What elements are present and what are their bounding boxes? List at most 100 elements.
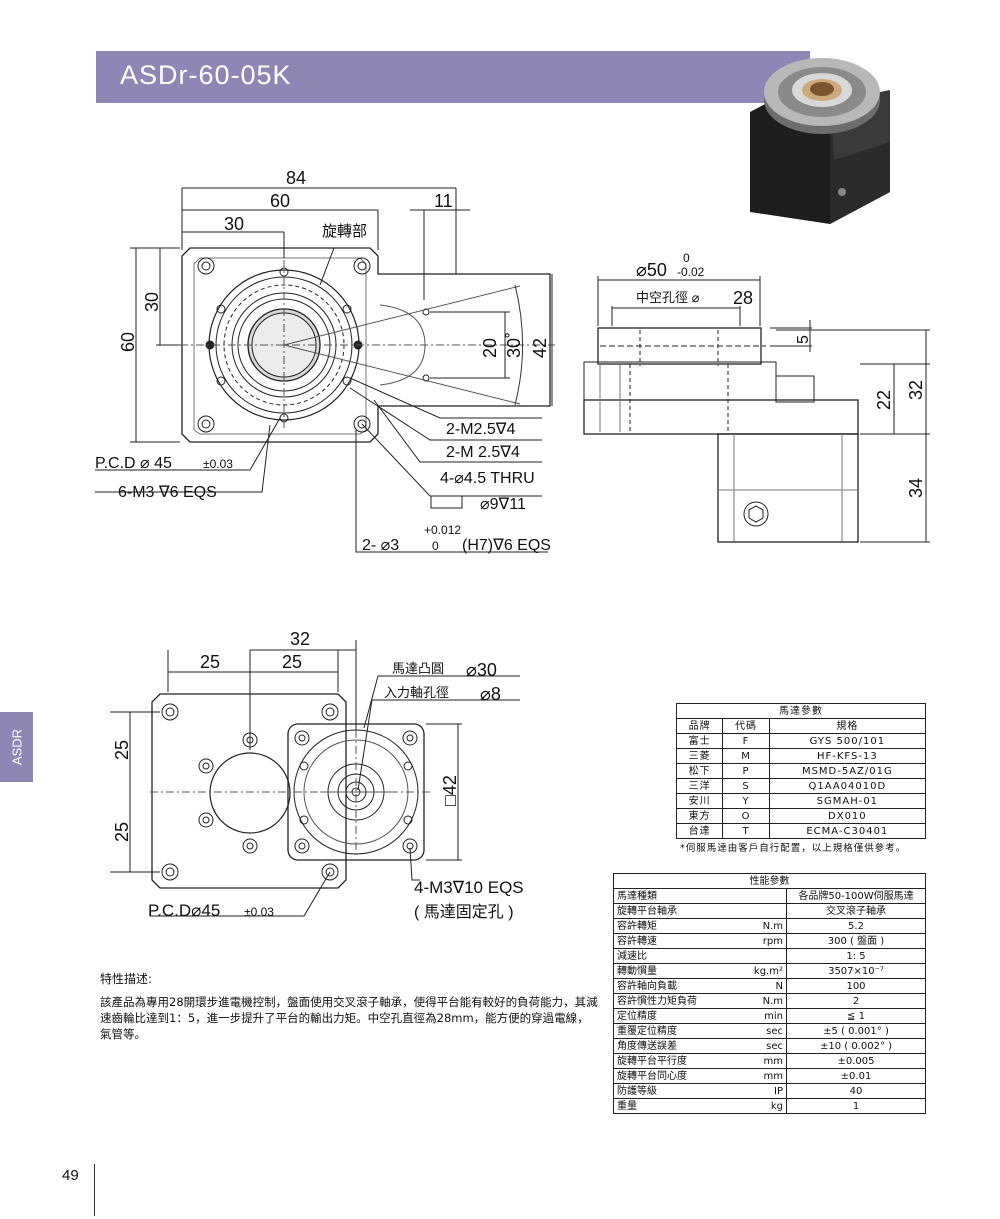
motor-boss-value: ⌀30 <box>466 660 497 680</box>
thru-hole-label: 4-⌀4.5 THRU <box>440 470 535 487</box>
section-tab: ASDR <box>0 712 33 782</box>
dim-5: 5 <box>795 335 812 344</box>
perf-unit: rpm <box>700 933 787 949</box>
input-shaft-value: ⌀8 <box>480 684 501 704</box>
right-dim-42: 42 <box>530 338 550 358</box>
dim-32: 32 <box>906 380 926 400</box>
bottom-pcd-label: P.C.D⌀45 <box>148 901 220 920</box>
perf-table-title: 性能參數 <box>613 873 926 889</box>
title-banner: ASDr-60-05K <box>96 51 810 103</box>
motor-header-cell: 品牌 <box>675 718 724 734</box>
dim-84: 84 <box>286 168 306 188</box>
motor-code: F <box>722 733 770 749</box>
table-row: 馬達種類 各品牌50-100W伺服馬達 <box>613 888 926 904</box>
motor-spec: GYS 500/101 <box>768 733 927 749</box>
table-row: 三洋 S Q1AA04010D <box>675 778 927 794</box>
table-row: 松下 P MSMD-5AZ/01G <box>675 763 927 779</box>
motor-params-table: 馬達參數 品牌 代碼 規格 富士 F GYS 500/101 三菱 M HF-K… <box>675 703 927 839</box>
perf-unit: N <box>700 978 787 994</box>
dim-11: 11 <box>434 191 453 211</box>
left-dim-25a: 25 <box>112 740 132 760</box>
pcd-tolerance: ±0.03 <box>203 457 233 471</box>
motor-code: O <box>722 808 770 824</box>
perf-label: 定位精度 <box>613 1008 700 1024</box>
perf-unit <box>700 948 787 964</box>
perf-label: 容許轉矩 <box>613 918 700 934</box>
perf-label: 轉動慣量 <box>613 963 700 979</box>
perf-unit: sec <box>700 1023 787 1039</box>
perf-unit: min <box>700 1008 787 1024</box>
dia50-lower-tol: -0.02 <box>677 265 705 279</box>
left-dim-25b: 25 <box>112 822 132 842</box>
perf-value: 交叉滾子軸承 <box>786 903 926 919</box>
features-body: 該產品為專用28開環步進電機控制，盤面使用交叉滾子軸承，使得平台能有較好的負荷能… <box>100 995 598 1041</box>
motor-boss-label: 馬達凸圓 <box>392 661 444 676</box>
hollow-hole-label: 中空孔徑 ⌀ <box>636 290 700 305</box>
motor-spec: MSMD-5AZ/01G <box>768 763 927 779</box>
pcd-label: P.C.D ⌀ 45 <box>95 455 172 472</box>
hollow-hole-value: 28 <box>733 288 753 308</box>
perf-label: 容許轉速 <box>613 933 700 949</box>
input-shaft-label: 入力軸孔徑 <box>384 685 449 700</box>
perf-value: 3507×10⁻⁷ <box>786 963 926 979</box>
perf-value: 5.2 <box>786 918 926 934</box>
top-view: 84 60 30 11 旋轉部 30 60 20 30˚ 42 2-M2.5∇4… <box>95 168 555 554</box>
motor-brand: 三菱 <box>675 748 724 764</box>
perf-value: 300 ( 盤面 ) <box>786 933 926 949</box>
perf-label: 重覆定位精度 <box>613 1023 700 1039</box>
perf-unit: kg <box>700 1098 787 1114</box>
motor-brand: 富士 <box>675 733 724 749</box>
side-view: ⌀50 0 -0.02 中空孔徑 ⌀ 28 5 22 32 34 <box>583 251 930 543</box>
pin-hole-prefix: 2- ⌀3 <box>362 537 399 554</box>
perf-unit: kg.m² <box>700 963 787 979</box>
perf-value: ≦ 1 <box>786 1008 926 1024</box>
perf-unit: mm <box>700 1068 787 1084</box>
dim-60: 60 <box>270 191 290 211</box>
perf-unit <box>700 903 787 919</box>
bottom-pcd-tolerance: ±0.03 <box>244 905 274 919</box>
perf-unit <box>700 888 787 904</box>
page-number: 49 <box>62 1167 79 1184</box>
bottom-dim-25b: 25 <box>282 652 302 672</box>
motor-table-title: 馬達參數 <box>676 703 926 719</box>
right-dim-30deg: 30˚ <box>504 332 524 358</box>
motor-brand: 東方 <box>675 808 724 824</box>
table-row: 台達 T ECMA-C30401 <box>675 823 927 839</box>
perf-value: 各品牌50-100W伺服馬達 <box>786 888 926 904</box>
table-row: 旋轉平台軸承交叉滾子軸承 <box>613 903 926 919</box>
table-row: 東方 O DX010 <box>675 808 927 824</box>
perf-unit: N.m <box>700 993 787 1009</box>
product-photo <box>750 58 890 224</box>
motor-header-cell: 代碼 <box>722 718 770 734</box>
rotating-part-label: 旋轉部 <box>322 223 367 240</box>
perf-unit: N.m <box>700 918 787 934</box>
perf-label: 角度傳送誤差 <box>613 1038 700 1054</box>
perf-label: 防護等級 <box>613 1083 700 1099</box>
perf-value: ±5 ( 0.001° ) <box>786 1023 926 1039</box>
motor-brand: 安川 <box>675 793 724 809</box>
motor-code: T <box>722 823 770 839</box>
dim-30: 30 <box>224 214 244 234</box>
features-title: 特性描述: <box>100 972 153 986</box>
m25-label-b: 2-M 2.5∇4 <box>446 444 520 461</box>
motor-code: P <box>722 763 770 779</box>
bottom-dim-25a: 25 <box>200 652 220 672</box>
bottom-dim-32: 32 <box>290 629 310 649</box>
table-row: 安川 Y SGMAH-01 <box>675 793 927 809</box>
table-row: 三菱 M HF-KFS-13 <box>675 748 927 764</box>
left-dim-60: 60 <box>118 332 138 352</box>
right-dim-20: 20 <box>480 338 500 358</box>
perf-value: ±0.005 <box>786 1053 926 1069</box>
motor-brand: 台達 <box>675 823 724 839</box>
motor-spec: Q1AA04010D <box>768 778 927 794</box>
perf-label: 馬達種類 <box>613 888 700 904</box>
perf-label: 減速比 <box>613 948 700 964</box>
